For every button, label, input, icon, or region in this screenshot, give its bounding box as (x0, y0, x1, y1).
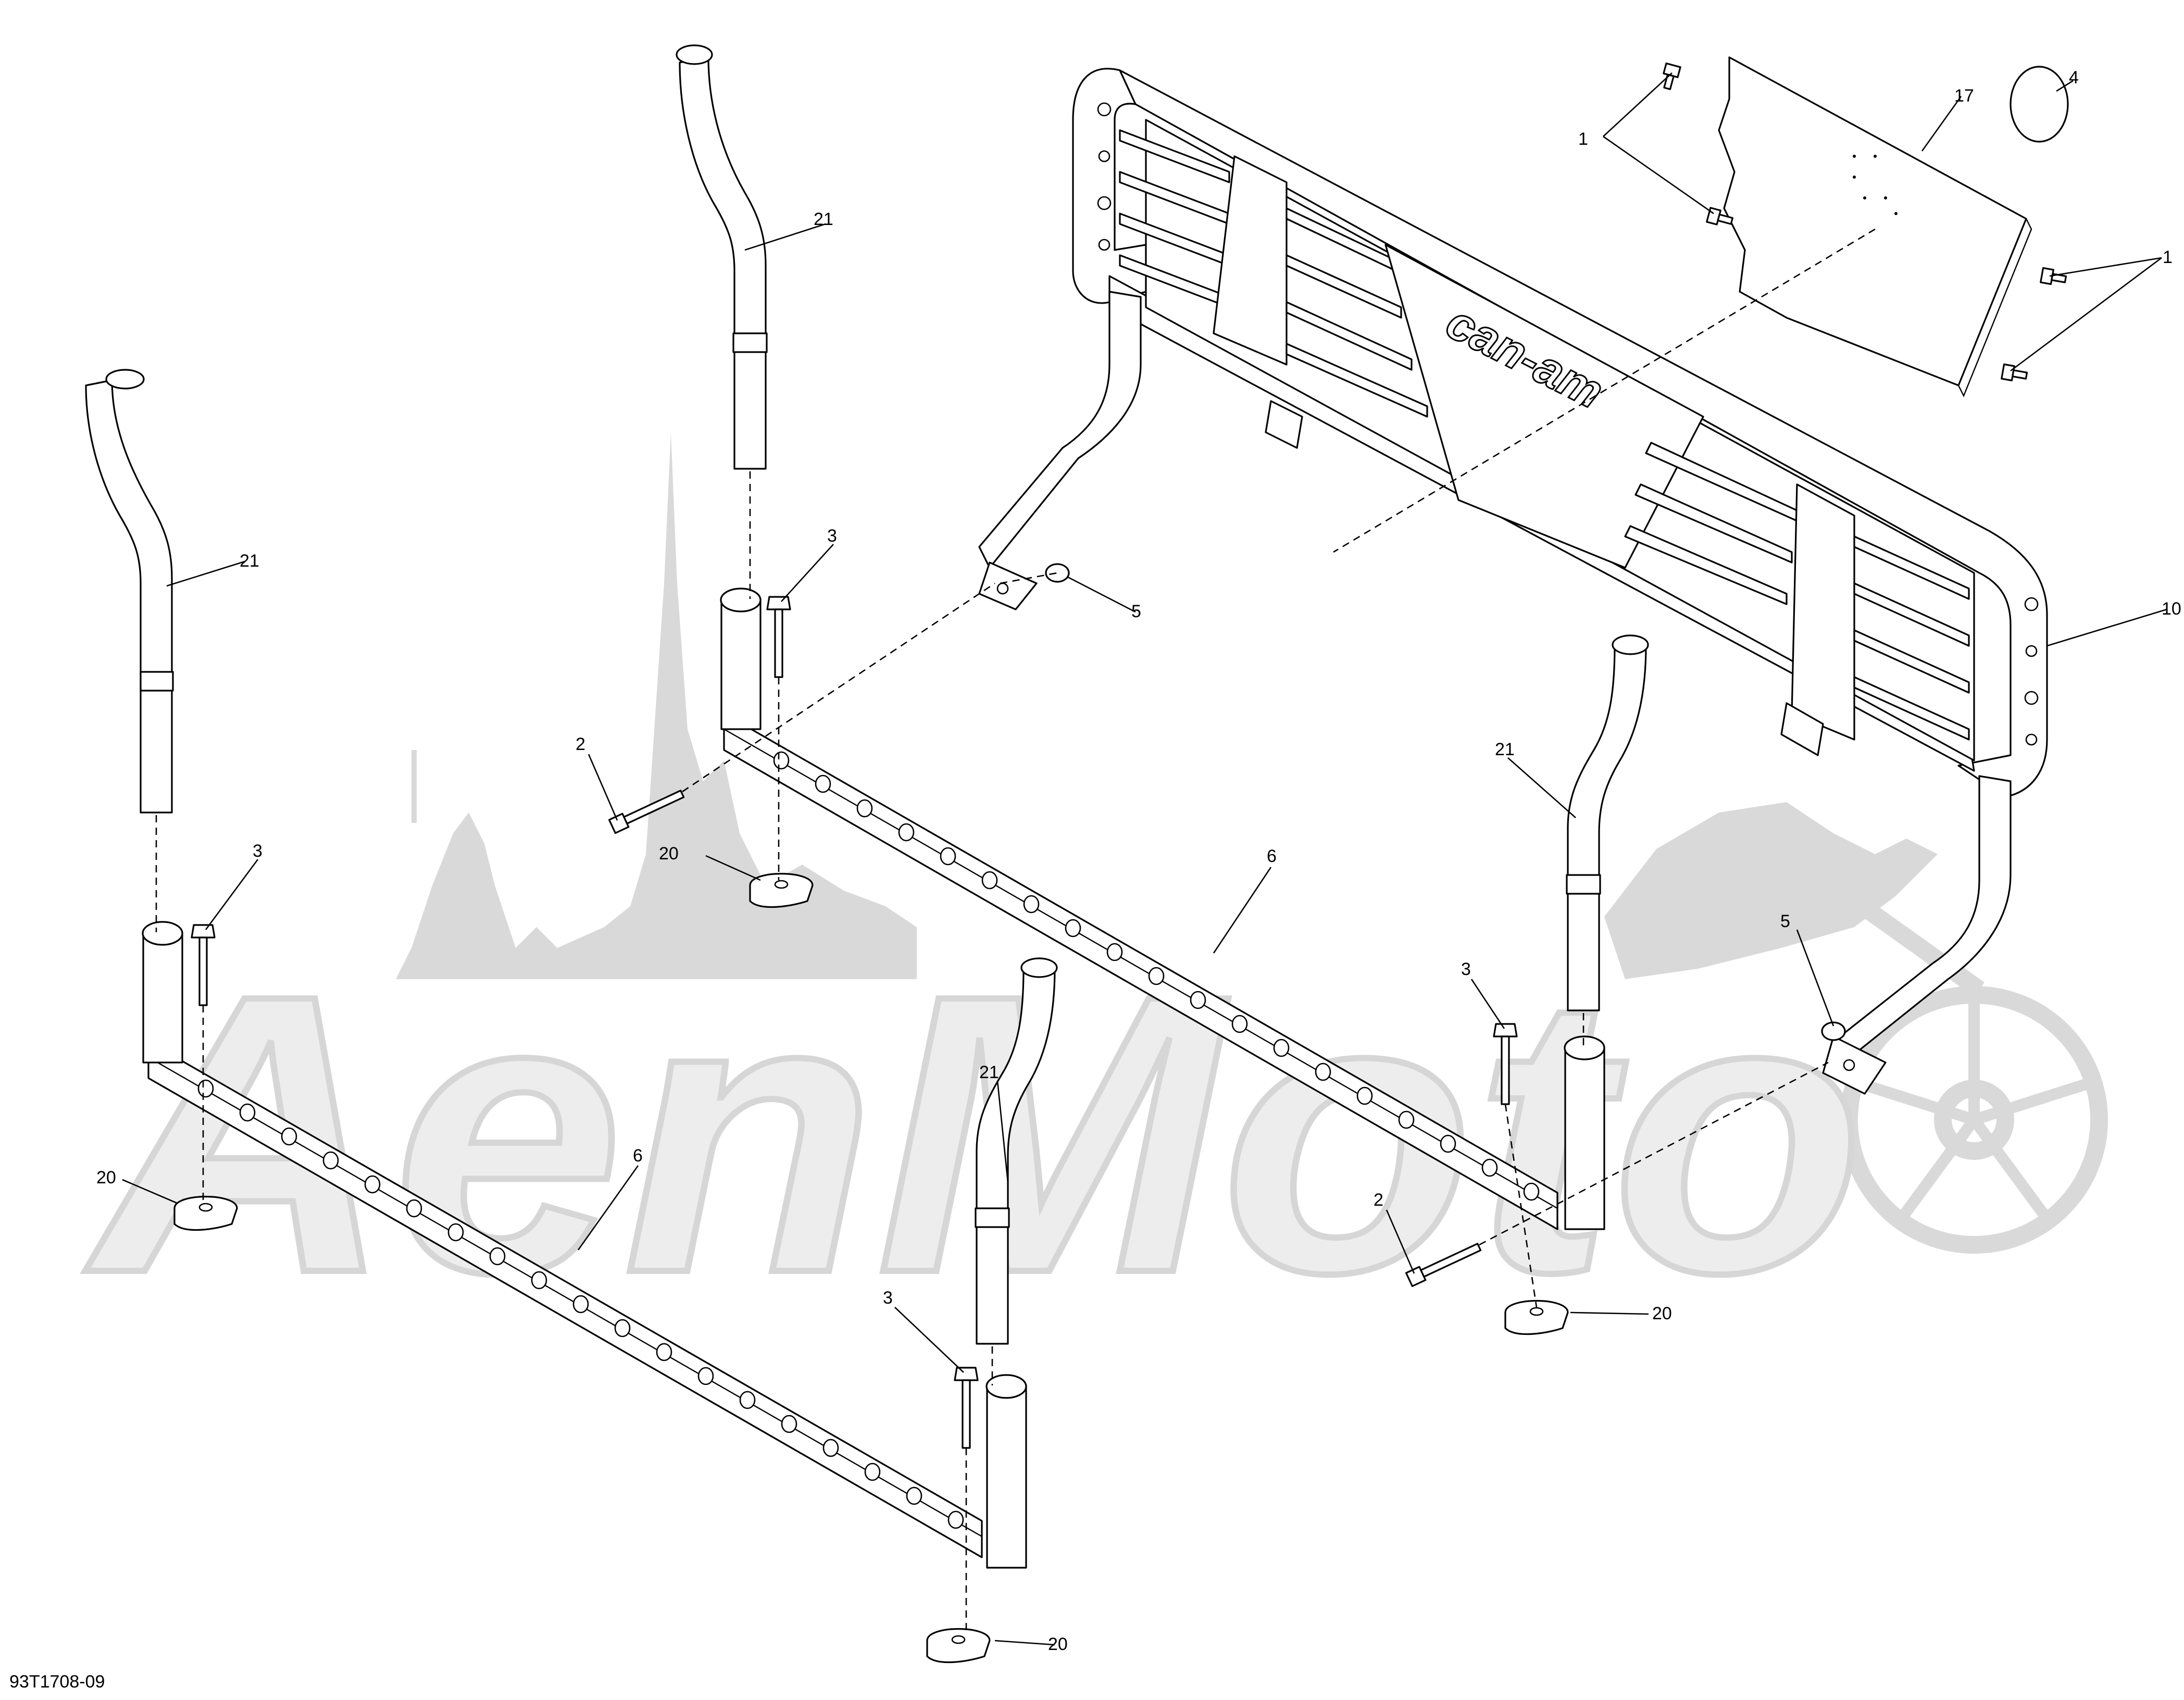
part-21-tube-a (85, 369, 174, 814)
callout-20: 20 (1048, 1634, 1068, 1654)
rail-lower-holes (197, 1079, 964, 1529)
callout-3: 3 (883, 1288, 893, 1308)
part-6-rail-lower (142, 921, 1027, 1569)
cover-plate-dots (1853, 155, 1898, 215)
callout-20: 20 (659, 844, 679, 864)
callout-20: 20 (1652, 1304, 1672, 1323)
part-3-bolts (191, 596, 1518, 1449)
callout-20: 20 (96, 1168, 116, 1188)
rack-left-holes (1097, 102, 1112, 251)
watermark-motorcycle-body (1604, 802, 1938, 979)
part-20-feet (173, 872, 1569, 1664)
rack-right-leg (1832, 775, 2012, 1064)
rack-left-loop (1072, 68, 1147, 304)
callout-2: 2 (1374, 1190, 1383, 1210)
rack-slats-left (1119, 129, 1230, 308)
callout-1: 1 (1578, 129, 1588, 149)
rail-upper-right-post (1564, 1046, 1605, 1230)
callout-6: 6 (633, 1146, 643, 1166)
part-21-tube-c (1566, 634, 1649, 1011)
part-6-rail-upper (720, 588, 1605, 1230)
rail-upper-holes (773, 751, 1540, 1201)
rail-upper-left-post (720, 598, 762, 730)
callout-2: 2 (576, 734, 585, 754)
callout-17: 17 (1954, 86, 1974, 106)
rack-left-leg (978, 291, 1142, 569)
rack-slats-far-right (1853, 535, 1970, 741)
callout-10: 10 (2162, 599, 2181, 619)
callout-21: 21 (240, 551, 259, 571)
watermark-skyline (396, 432, 917, 979)
rack-slats-middle (1286, 207, 1428, 418)
callout-3: 3 (827, 526, 837, 546)
callout-21: 21 (814, 209, 833, 229)
callout-labels: 1 1 2 2 3 3 3 3 4 5 5 6 6 10 17 20 20 20… (96, 68, 2181, 1654)
rail-lower-right-post (986, 1384, 1027, 1569)
part-2-bolts (608, 790, 1482, 1288)
part-21-tube-d (975, 957, 1058, 1345)
part-10-rack-assembly: can-am (978, 68, 2048, 1095)
callout-21: 21 (979, 1062, 999, 1082)
watermark-flagpole (411, 750, 417, 823)
callout-5: 5 (1131, 602, 1141, 621)
part-17-cover-plate (1718, 56, 2032, 397)
rack-bracket-left (1265, 400, 1303, 449)
assembly-dashed-lines (155, 228, 1876, 1635)
rack-top-rail (1119, 69, 2048, 798)
rack-bracket-right (1780, 702, 1824, 756)
callout-3: 3 (1461, 959, 1471, 979)
callout-6: 6 (1267, 846, 1277, 866)
part-5-nuts (1045, 563, 1846, 1041)
watermark-wheel-spokes (1857, 1000, 2091, 1222)
callout-4: 4 (2069, 68, 2079, 88)
callout-3: 3 (253, 841, 263, 861)
part-1-screws (1663, 63, 2067, 382)
rail-lower-left-post (142, 931, 183, 1064)
rack-upright-right (1791, 483, 1855, 741)
rack-right-holes (2024, 597, 2039, 746)
callout-21: 21 (1495, 740, 1515, 759)
part-21-tube-b (676, 44, 768, 470)
callout-1: 1 (2163, 247, 2173, 267)
part-4-cap (2010, 66, 2069, 143)
rack-upright-left (1213, 155, 1288, 366)
rack-logo-plate (1384, 244, 1704, 569)
callout-5: 5 (1780, 911, 1790, 931)
figure-code: 93T1708-09 (9, 1672, 105, 1692)
leader-lines (122, 72, 2167, 1646)
